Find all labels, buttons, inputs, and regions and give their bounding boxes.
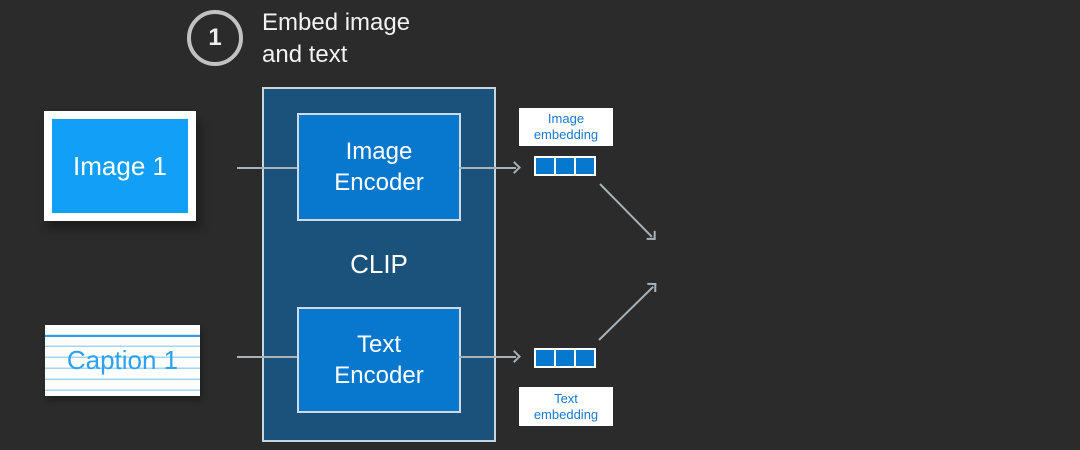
step-label: Embed image and text [262,9,411,68]
image-card-fill: Image 1 [52,119,188,213]
clip-title: CLIP [350,249,408,279]
arrow-text-encoder-output [459,350,521,363]
image-encoder-box: Image Encoder [297,113,461,221]
embedding-cell [556,350,574,366]
embedding-cell [576,350,594,366]
step-number-badge: 1 [187,10,243,66]
arrowhead-icon [508,161,521,174]
step-number: 1 [208,24,222,51]
caption-card: Caption 1 [45,325,200,396]
image-card: Image 1 [44,111,196,221]
embedding-cell [536,158,554,174]
arrowhead-icon [646,230,656,240]
arrow-image-embedding-converge [599,183,656,240]
image-embedding-label: Image embedding [519,108,613,146]
embedding-cell [536,350,554,366]
embedding-cell [576,158,594,174]
text-embedding-label: Text embedding [519,387,613,426]
arrowhead-icon [647,282,657,292]
embedding-cell [556,158,574,174]
image-embedding-vector [534,156,596,176]
arrowhead-icon [508,350,521,363]
arrow-shaft [459,356,516,358]
clip-box: Image Encoder CLIP Text Encoder [262,87,496,442]
arrow-shaft [459,167,516,169]
text-encoder-box: Text Encoder [297,307,461,413]
text-embedding-vector [534,348,596,368]
arrow-image-encoder-output [459,161,521,174]
arrow-shaft [599,183,653,238]
arrow-shaft [598,286,654,341]
image-card-label: Image 1 [73,150,167,181]
arrow-text-embedding-converge [598,282,657,341]
line-image-to-encoder [237,167,297,169]
line-caption-to-encoder [237,356,297,358]
caption-card-label: Caption 1 [66,345,179,375]
